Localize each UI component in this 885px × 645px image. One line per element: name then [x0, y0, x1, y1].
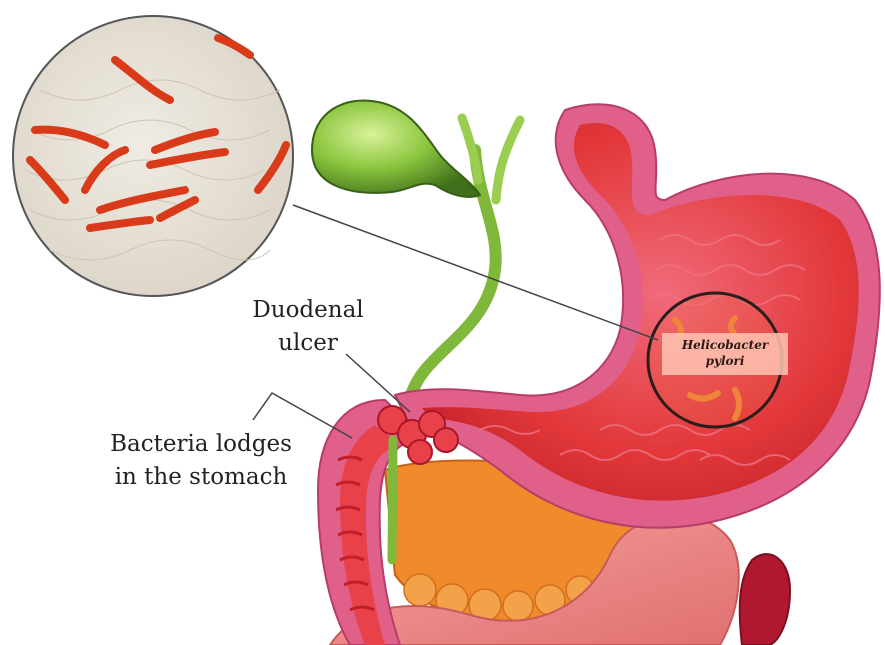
helicobacter-label-line2: pylori: [662, 353, 788, 369]
esophagus-cut: [740, 554, 790, 645]
bacteria-lodges-label-line2: in the stomach: [86, 461, 316, 494]
helicobacter-pylori-label: Helicobacter pylori: [662, 333, 788, 375]
duodenal-ulcer-label: Duodenal ulcer: [228, 294, 388, 360]
bile-branch-right: [496, 120, 520, 200]
duodenal-ulcer-label-line1: Duodenal: [228, 294, 388, 327]
gallbladder: [312, 100, 480, 197]
bacteria-lodges-label-line1: Bacteria lodges: [86, 428, 316, 461]
common-duct: [392, 440, 393, 560]
bile-branch-left: [462, 118, 478, 180]
helicobacter-label-line1: Helicobacter: [662, 337, 788, 353]
duodenal-ulcer-label-line2: ulcer: [228, 327, 388, 360]
bacteria-lodges-label: Bacteria lodges in the stomach: [86, 428, 316, 494]
